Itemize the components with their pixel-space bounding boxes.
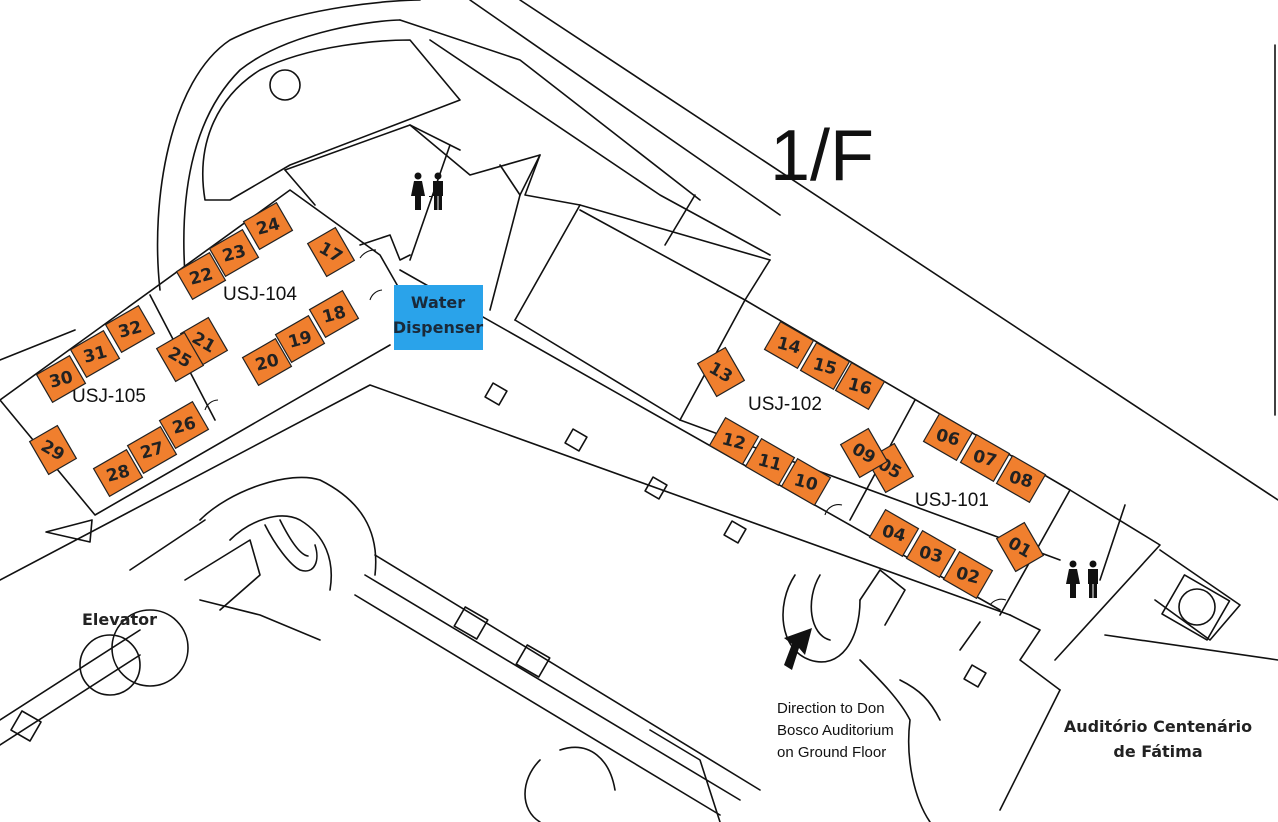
- booth-box: [175, 251, 227, 301]
- booth-09[interactable]: 09: [839, 427, 889, 479]
- booth-18[interactable]: 18: [308, 289, 360, 339]
- booth-box: [995, 521, 1045, 573]
- booth-box: [744, 437, 796, 487]
- booth-box: [995, 454, 1047, 504]
- booth-box: [241, 337, 293, 387]
- entrance-triangle-icon: [45, 519, 93, 543]
- direction-label-line3: on Ground Floor: [777, 744, 886, 761]
- booth-12[interactable]: 12: [708, 416, 760, 466]
- floor-label: 1/F: [770, 116, 874, 196]
- room-label-usj102: USJ-102: [748, 394, 822, 415]
- booth-box: [308, 289, 360, 339]
- direction-arrow-icon: [784, 628, 812, 670]
- booth-03[interactable]: 03: [905, 529, 957, 579]
- booth-19[interactable]: 19: [274, 314, 326, 364]
- booth-box: [242, 201, 294, 251]
- booth-box: [780, 457, 832, 507]
- booth-box: [905, 529, 957, 579]
- booth-10[interactable]: 10: [780, 457, 832, 507]
- booth-box: [274, 314, 326, 364]
- booth-23[interactable]: 23: [208, 228, 260, 278]
- booth-box: [696, 346, 746, 398]
- booth-28[interactable]: 28: [92, 448, 144, 498]
- booth-31[interactable]: 31: [69, 329, 121, 379]
- direction-label-line2: Bosco Auditorium: [777, 722, 894, 739]
- booth-14[interactable]: 14: [763, 320, 815, 370]
- booth-06[interactable]: 06: [922, 412, 974, 462]
- water-dispenser-line2: Dispenser: [393, 318, 483, 337]
- booth-22[interactable]: 22: [175, 251, 227, 301]
- booth-16[interactable]: 16: [834, 361, 886, 411]
- booth-26[interactable]: 26: [158, 400, 210, 450]
- booth-box: [104, 304, 156, 354]
- booth-box: [158, 400, 210, 450]
- booth-box: [942, 550, 994, 600]
- booth-24[interactable]: 24: [242, 201, 294, 251]
- booth-box: [126, 425, 178, 475]
- booth-box: [35, 354, 87, 404]
- booths-layer: 0102030405060708091011121314151617181920…: [28, 201, 1047, 600]
- booth-27[interactable]: 27: [126, 425, 178, 475]
- booth-box: [708, 416, 760, 466]
- booth-11[interactable]: 11: [744, 437, 796, 487]
- booth-20[interactable]: 20: [241, 337, 293, 387]
- booth-02[interactable]: 02: [942, 550, 994, 600]
- auditorium-label-line2: de Fátima: [1113, 742, 1202, 761]
- booth-box: [208, 228, 260, 278]
- booth-29[interactable]: 29: [28, 424, 78, 476]
- booth-32[interactable]: 32: [104, 304, 156, 354]
- elevator-label: Elevator: [82, 610, 157, 629]
- booth-box: [959, 433, 1011, 483]
- room-label-usj101: USJ-101: [915, 490, 989, 511]
- booth-30[interactable]: 30: [35, 354, 87, 404]
- direction-label-line1: Direction to Don: [777, 700, 885, 717]
- booth-25[interactable]: 25: [155, 331, 205, 383]
- booth-box: [306, 226, 356, 278]
- room-label-usj105: USJ-105: [72, 386, 146, 407]
- booth-box: [922, 412, 974, 462]
- booth-07[interactable]: 07: [959, 433, 1011, 483]
- booth-21[interactable]: 21: [179, 316, 229, 368]
- booth-01[interactable]: 01: [995, 521, 1045, 573]
- booth-box: [28, 424, 78, 476]
- water-dispenser-line1: Water: [411, 293, 465, 312]
- booth-box: [839, 427, 889, 479]
- restroom-icon: [1066, 560, 1098, 598]
- auditorium-label-line1: Auditório Centenário: [1064, 717, 1252, 736]
- booth-box: [763, 320, 815, 370]
- booth-box: [92, 448, 144, 498]
- room-label-usj104: USJ-104: [223, 284, 297, 305]
- booth-box: [834, 361, 886, 411]
- booth-box: [155, 331, 205, 383]
- booth-15[interactable]: 15: [799, 341, 851, 391]
- restroom-icon: [411, 172, 443, 210]
- booth-08[interactable]: 08: [995, 454, 1047, 504]
- booth-04[interactable]: 04: [868, 508, 920, 558]
- booth-box: [868, 508, 920, 558]
- booth-box: [69, 329, 121, 379]
- booth-box: [799, 341, 851, 391]
- water-dispenser[interactable]: Water Dispenser: [393, 285, 483, 350]
- booth-17[interactable]: 17: [306, 226, 356, 278]
- booth-13[interactable]: 13: [696, 346, 746, 398]
